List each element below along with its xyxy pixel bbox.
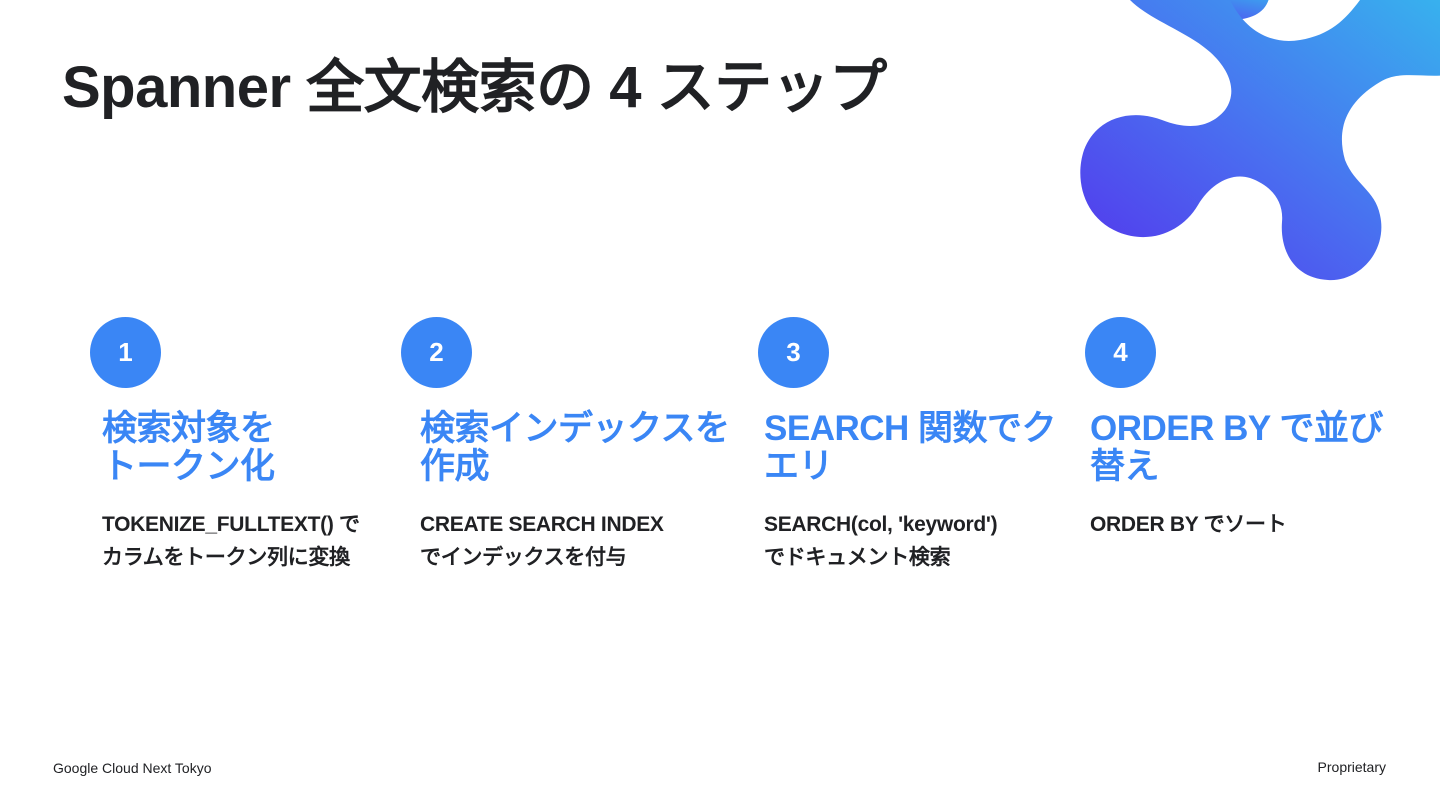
step-desc-line: カラムをトークン列に変換 <box>102 546 350 569</box>
step-description: SEARCH(col, 'keyword') でドキュメント検索 <box>764 508 998 574</box>
step-title-line: 検索対象を <box>102 409 275 448</box>
step-number-badge: 1 <box>90 317 161 388</box>
step-desc-line: SEARCH(col, 'keyword') <box>764 513 998 536</box>
footer-event-name: Google Cloud Next Tokyo <box>53 760 212 776</box>
step-number-badge: 3 <box>758 317 829 388</box>
step-number-badge: 2 <box>401 317 472 388</box>
step-title: SEARCH 関数でク エリ <box>764 409 1057 486</box>
step-description: CREATE SEARCH INDEX でインデックスを付与 <box>420 508 664 574</box>
step-desc-line: でドキュメント検索 <box>764 546 951 569</box>
step-desc-line: TOKENIZE_FULLTEXT() で <box>102 513 360 536</box>
step-desc-line: CREATE SEARCH INDEX <box>420 513 664 536</box>
step-title-line: トークン化 <box>102 447 275 486</box>
step-description: TOKENIZE_FULLTEXT() で カラムをトークン列に変換 <box>102 508 360 574</box>
step-title-line: 作成 <box>420 447 490 486</box>
step-title-line: 検索インデックスを <box>420 409 730 448</box>
step-title-line: エリ <box>764 447 834 486</box>
step-desc-line: ORDER BY でソート <box>1090 513 1287 536</box>
step-title: 検索インデックスを 作成 <box>420 409 730 486</box>
step-title: ORDER BY で並び 替え <box>1090 410 1383 486</box>
step-title-line: ORDER BY で並び <box>1090 409 1383 448</box>
step-desc-line: でインデックスを付与 <box>420 546 627 569</box>
step-description: ORDER BY でソート <box>1090 508 1287 541</box>
blob-shape-icon <box>1080 0 1440 281</box>
footer-classification: Proprietary <box>1317 759 1386 775</box>
slide-title: Spanner 全文検索の 4 ステップ <box>62 55 887 120</box>
step-number-badge: 4 <box>1085 317 1156 388</box>
step-title-line: 替え <box>1090 447 1160 486</box>
step-title-line: SEARCH 関数でク <box>764 409 1057 448</box>
step-title: 検索対象を トークン化 <box>102 410 275 486</box>
